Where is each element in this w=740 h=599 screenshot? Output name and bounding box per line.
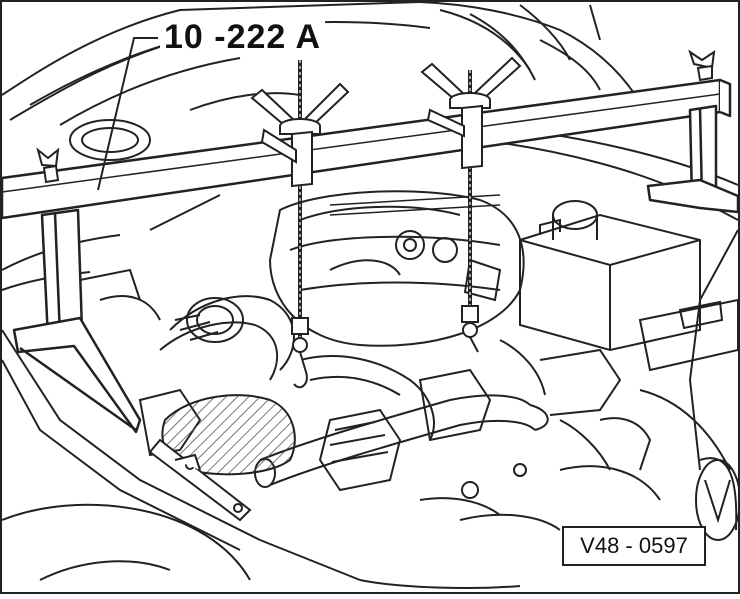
spindle-right xyxy=(420,56,522,353)
support-leg-left xyxy=(12,208,142,434)
wing-nut-left xyxy=(36,147,60,184)
spindle-left xyxy=(250,60,350,389)
figure-reference-box: V48 - 0597 xyxy=(562,526,706,566)
wing-nut-right xyxy=(688,49,716,82)
wing-sill xyxy=(148,438,252,522)
figure-reference-code: V48 - 0597 xyxy=(580,533,688,558)
support-leg-right xyxy=(646,104,740,214)
support-crossbar xyxy=(0,78,732,220)
car-body xyxy=(1,129,740,589)
callout-leader-line xyxy=(97,37,158,191)
open-bonnet xyxy=(1,1,651,161)
tool-number-label: 10 -222 A xyxy=(160,18,326,56)
